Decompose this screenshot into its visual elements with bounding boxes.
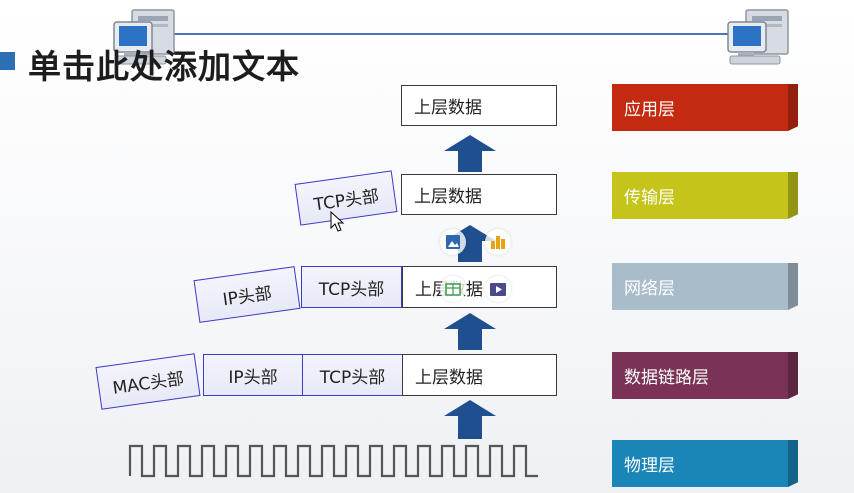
layer-label-2: 传输层 bbox=[612, 172, 798, 219]
ip-header-label: IP头部 bbox=[221, 283, 274, 311]
tcp-header-box: TCP头部 bbox=[302, 354, 403, 396]
upper-data-box: 上层数据 bbox=[402, 266, 557, 308]
upper-data-label: 上层数据 bbox=[414, 98, 482, 118]
mac-header-label: MAC头部 bbox=[111, 369, 186, 399]
slide-title[interactable]: 单击此处添加文本 bbox=[28, 47, 300, 86]
computer-icon bbox=[113, 9, 175, 65]
ip-header-box: IP头部 bbox=[203, 354, 303, 396]
layer-label-side bbox=[788, 440, 798, 487]
layer-label-side bbox=[788, 263, 798, 310]
layer-label-text: 网络层 bbox=[612, 263, 788, 310]
bar-chart-icon[interactable] bbox=[485, 229, 511, 255]
layer-label-5: 物理层 bbox=[612, 440, 798, 487]
layer-label-text: 传输层 bbox=[612, 172, 788, 219]
up-arrow-icon bbox=[444, 135, 496, 172]
layer-label-text: 应用层 bbox=[612, 84, 788, 131]
computer-icon bbox=[727, 9, 789, 65]
layer-label-side bbox=[788, 172, 798, 219]
layer-label-1: 应用层 bbox=[612, 84, 798, 131]
layer-label-3: 网络层 bbox=[612, 263, 798, 310]
header-rule bbox=[140, 33, 740, 35]
tcp-header-label: TCP头部 bbox=[318, 279, 385, 300]
tcp-header-box: TCP头部 bbox=[301, 266, 402, 308]
physical-signal-wave bbox=[128, 444, 538, 478]
video-icon[interactable] bbox=[485, 276, 511, 302]
up-arrow-icon bbox=[444, 313, 496, 350]
up-arrow-icon bbox=[444, 400, 496, 439]
upper-data-box: 上层数据 bbox=[402, 354, 557, 396]
ip-header-label: IP头部 bbox=[228, 367, 278, 388]
upper-data-box: 上层数据 bbox=[401, 85, 557, 126]
layer-label-side bbox=[788, 84, 798, 131]
layer-label-text: 物理层 bbox=[612, 440, 788, 487]
upper-data-box: 上层数据 bbox=[401, 174, 557, 215]
mac-header-box: MAC头部 bbox=[95, 353, 201, 410]
image-icon[interactable] bbox=[440, 229, 466, 255]
cursor-icon bbox=[330, 211, 345, 232]
title-bullet bbox=[0, 52, 15, 70]
layer-label-side bbox=[788, 352, 798, 399]
tcp-header-box: TCP头部 bbox=[294, 170, 398, 226]
ip-header-box: IP头部 bbox=[193, 266, 301, 323]
table-icon[interactable] bbox=[440, 276, 466, 302]
upper-data-label: 上层数据 bbox=[414, 187, 482, 207]
layer-label-4: 数据链路层 bbox=[612, 352, 798, 399]
layer-label-text: 数据链路层 bbox=[612, 352, 788, 399]
tcp-header-label: TCP头部 bbox=[312, 186, 381, 215]
tcp-header-label: TCP头部 bbox=[319, 367, 386, 388]
upper-data-label: 上层数据 bbox=[415, 367, 483, 388]
